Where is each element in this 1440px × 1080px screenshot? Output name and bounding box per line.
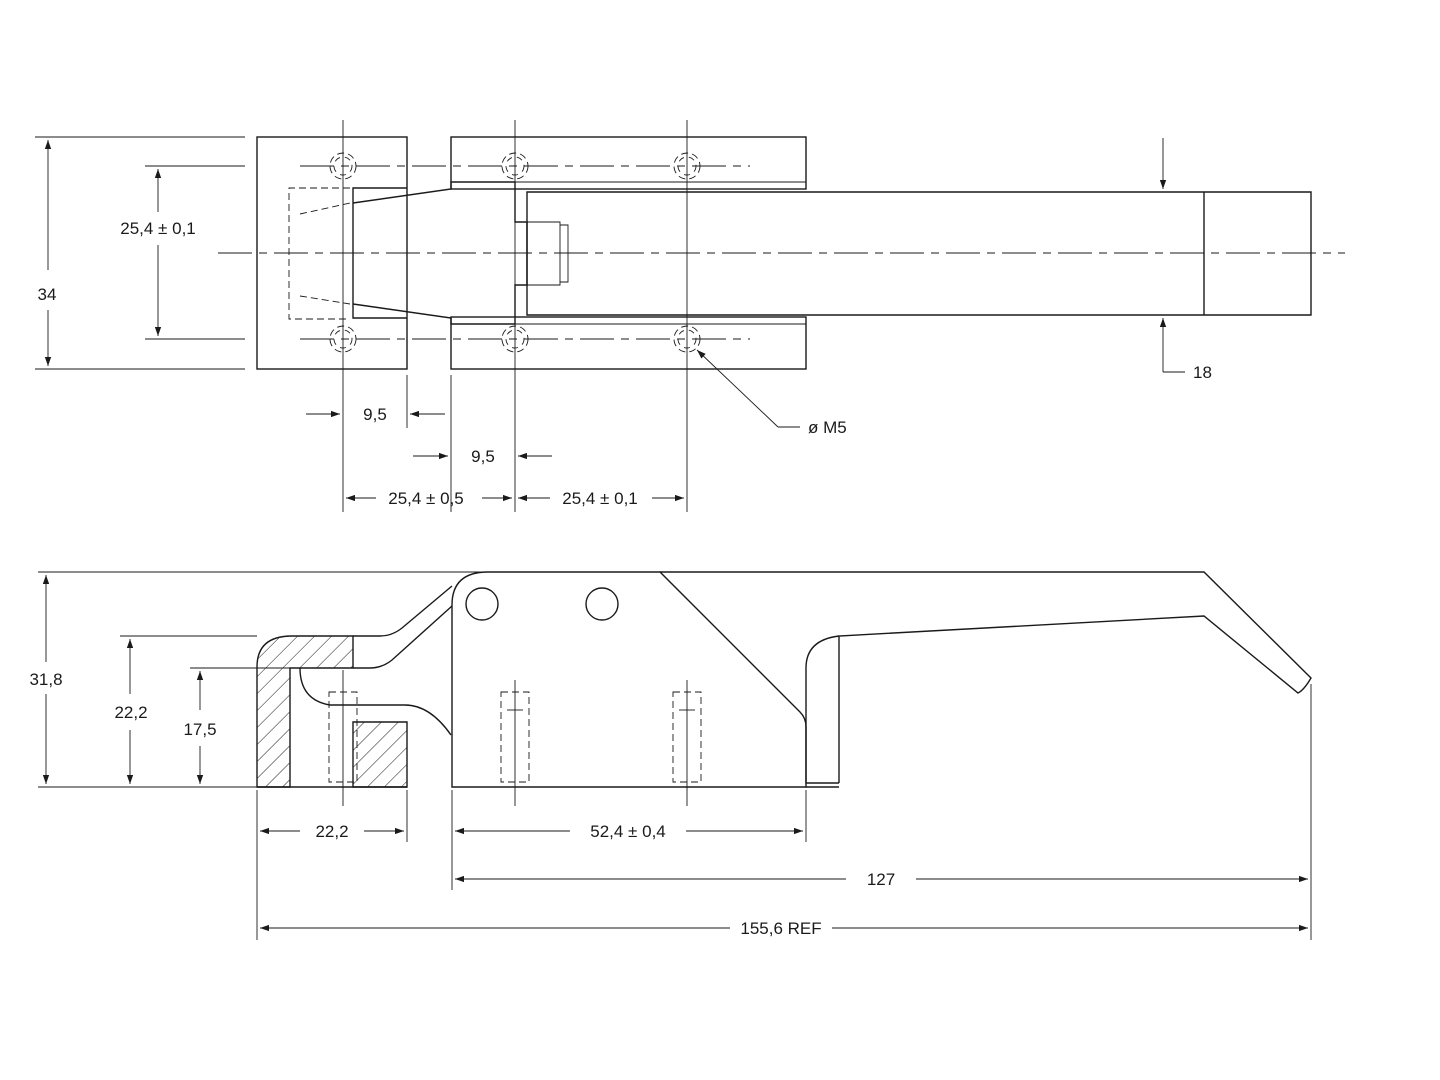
latch-hook-side <box>299 585 453 806</box>
dim-overall-length-label: 155,6 REF <box>740 919 821 938</box>
dim-side-height-label: 31,8 <box>29 670 62 689</box>
side-view: 31,8 22,2 17,5 22,2 <box>29 571 1312 940</box>
dim-bar-thickness: 18 <box>1159 138 1212 382</box>
dim-gap-keeper: 9,5 <box>306 375 445 428</box>
dim-keeper-hook-height-label: 17,5 <box>183 720 216 739</box>
dim-top-hole-spacing: 25,4 ± 0,1 <box>120 165 245 340</box>
dim-body-to-handle-label: 127 <box>867 870 895 889</box>
thread-callout-label: ø M5 <box>808 418 847 437</box>
dim-keeper-height-label: 22,2 <box>114 703 147 722</box>
dim-body-to-handle: 127 <box>455 684 1312 940</box>
body-screw-holes-side <box>500 680 702 806</box>
handle-bar-top <box>526 191 1312 316</box>
dim-top-hole-spacing-label: 25,4 ± 0,1 <box>120 219 196 238</box>
dim-side-height: 31,8 <box>29 571 660 788</box>
dim-bar-thickness-label: 18 <box>1193 363 1212 382</box>
dim-keeper-body-spacing-label: 25,4 ± 0,5 <box>388 489 464 508</box>
thread-callout: ø M5 <box>696 349 847 437</box>
dim-body-hole-spacing-label: 25,4 ± 0,1 <box>562 489 638 508</box>
dim-gap-body: 9,5 <box>413 375 552 512</box>
dim-gap-body-label: 9,5 <box>471 447 495 466</box>
dim-keeper-body-spacing: 25,4 ± 0,5 <box>346 489 512 508</box>
dim-keeper-height: 22,2 <box>114 635 257 784</box>
dim-base-length: 52,4 ± 0,4 <box>451 790 807 890</box>
top-view: 34 25,4 ± 0,1 18 ø M5 9,5 <box>35 120 1345 512</box>
dim-top-height-label: 34 <box>38 285 57 304</box>
keeper-plate-top <box>256 136 408 370</box>
handle-lever-side <box>660 571 1312 784</box>
dim-base-length-label: 52,4 ± 0,4 <box>590 822 666 841</box>
keeper-section <box>256 635 408 788</box>
dim-body-hole-spacing: 25,4 ± 0,1 <box>518 489 684 508</box>
dim-keeper-width-label: 22,2 <box>315 822 348 841</box>
dim-overall-length: 155,6 REF <box>260 919 1308 938</box>
dim-gap-keeper-label: 9,5 <box>363 405 387 424</box>
dim-keeper-hook-height: 17,5 <box>183 667 290 784</box>
dim-top-height: 34 <box>35 136 245 370</box>
mounting-holes-top <box>329 152 701 353</box>
dim-keeper-width: 22,2 <box>256 790 408 940</box>
latch-body-side <box>451 571 839 788</box>
top-view-centerlines <box>218 120 1345 512</box>
